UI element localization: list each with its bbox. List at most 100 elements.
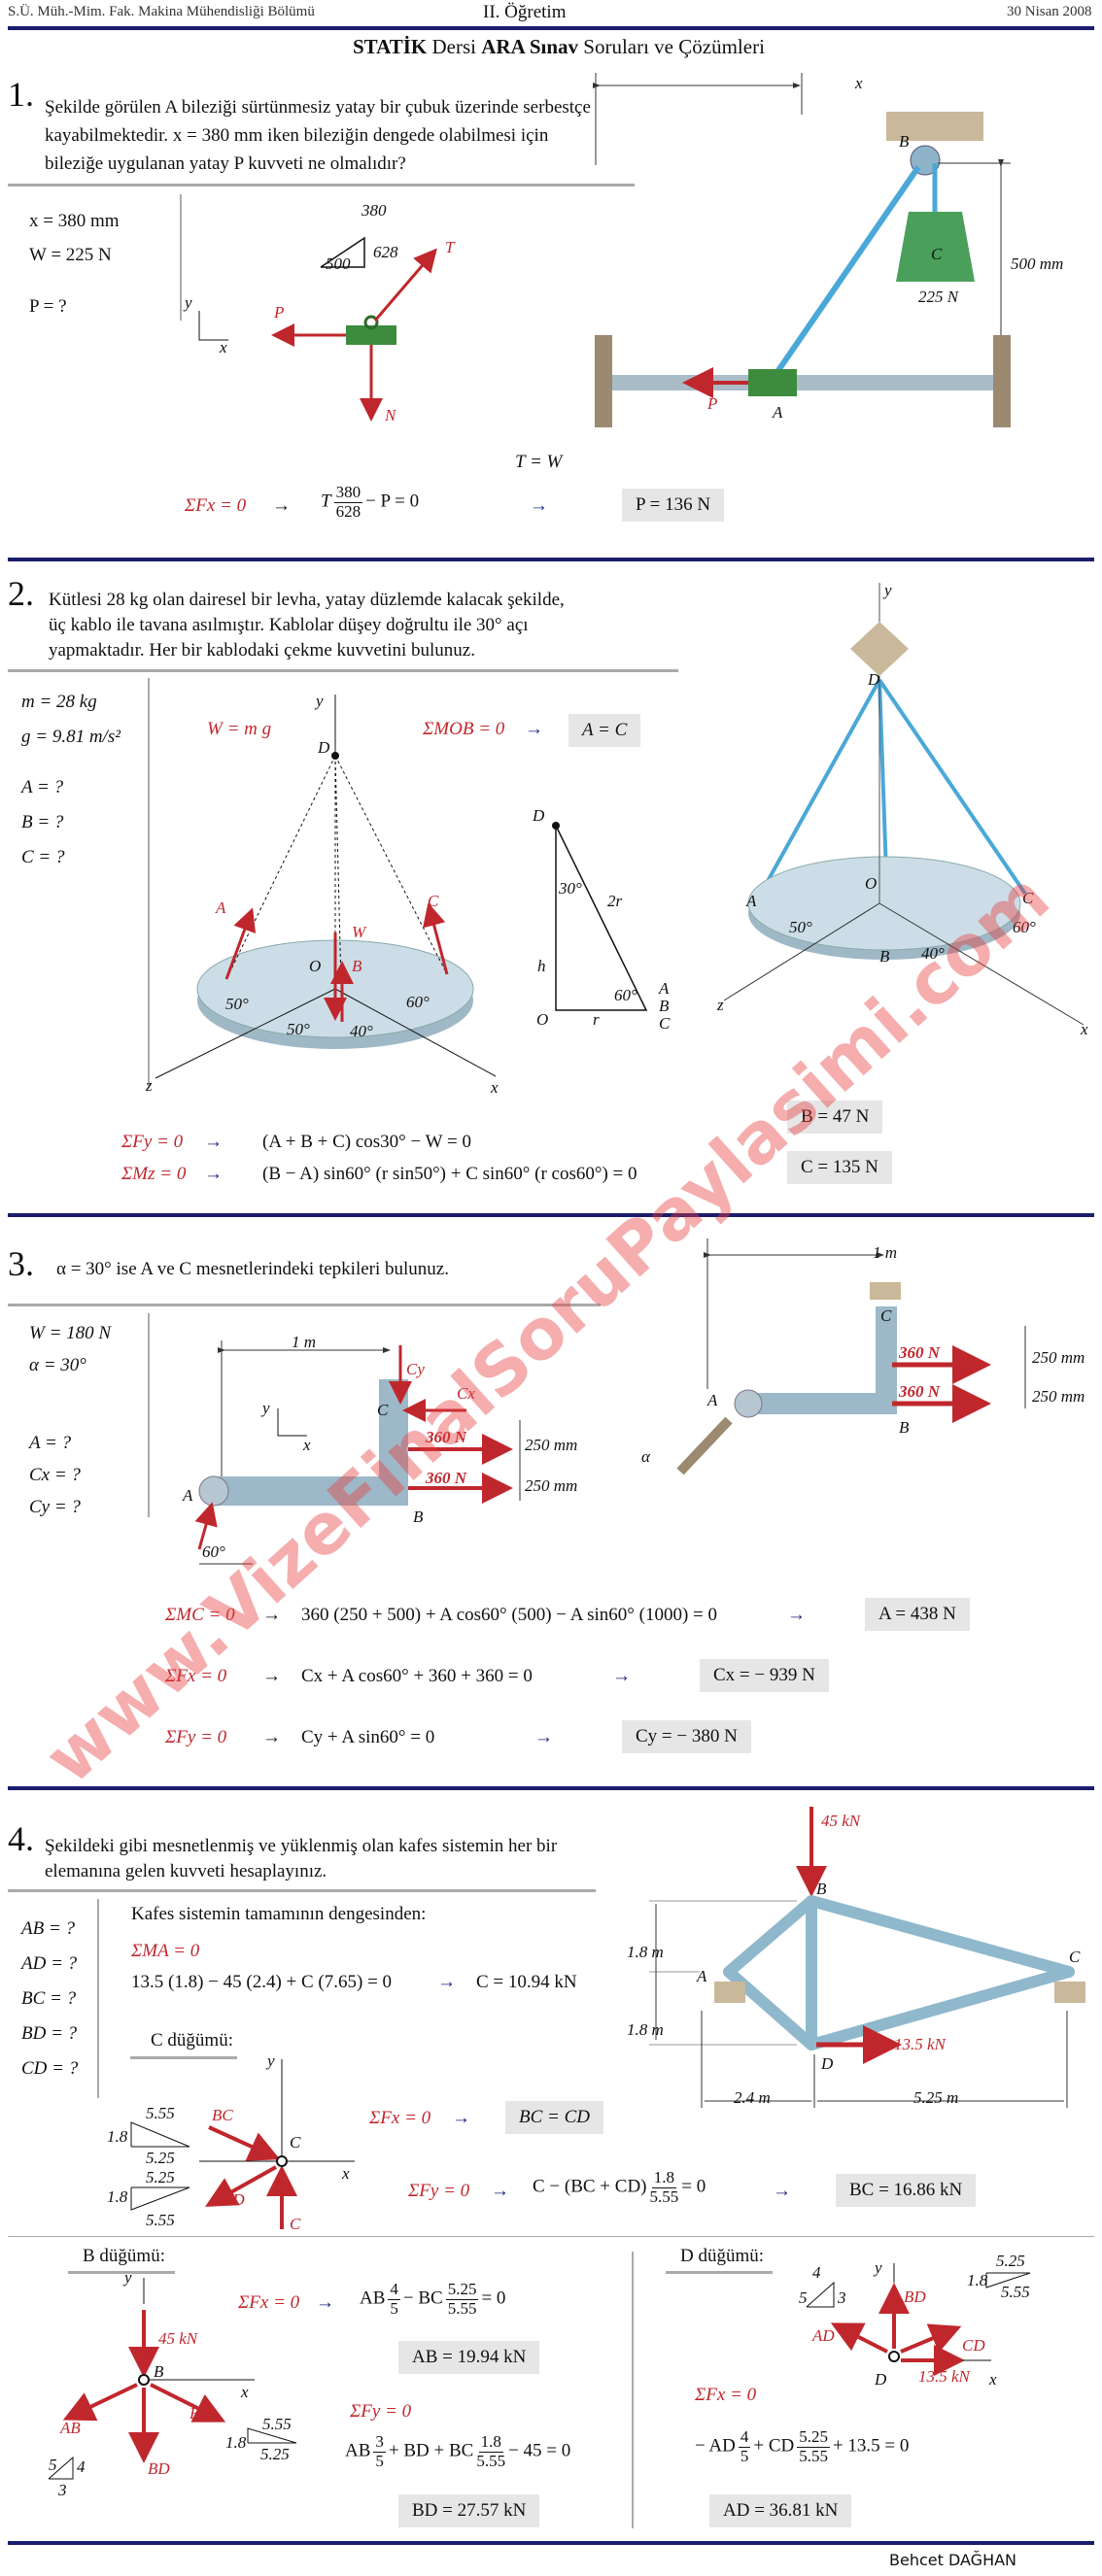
- figure-label: 360 N: [899, 1382, 941, 1401]
- q2-line: yapmaktadır. Her bir kablodaki çekme kuv…: [49, 640, 475, 661]
- q1-collar-figure: [593, 73, 1011, 427]
- figure-label: AB: [60, 2419, 81, 2437]
- given-item: A = ?: [29, 1433, 72, 1453]
- figure-label: 40°: [350, 1022, 373, 1040]
- figure-label: AD: [812, 2326, 835, 2345]
- eq-part: T: [321, 491, 331, 512]
- figure-label: 5.55: [1001, 2283, 1030, 2301]
- title-text-2: Soruları ve Çözümleri: [578, 35, 765, 58]
- section-rule: [8, 1786, 1094, 1790]
- figure-label: P: [274, 303, 285, 322]
- q3-eq2: Cx + A cos60° + 360 + 360 = 0: [301, 1666, 533, 1686]
- figure-label: A: [773, 403, 783, 422]
- given-item: C = ?: [21, 847, 65, 867]
- q4-c-fy: ΣFy = 0: [408, 2181, 470, 2201]
- figure-label: 5.25: [996, 2252, 1025, 2270]
- given-item: x = 380 mm: [29, 211, 120, 231]
- figure-label: 1.8: [967, 2271, 988, 2289]
- figure-label: P: [707, 394, 718, 413]
- q4-b-fx: ΣFx = 0: [238, 2292, 300, 2313]
- figure-label: 1.8 m: [627, 2020, 664, 2039]
- eq-part: − AD: [695, 2435, 736, 2457]
- frac-den: 5: [375, 2451, 384, 2470]
- q3-text: α = 30° ise A ve C mesnetlerindeki tepki…: [56, 1259, 449, 1279]
- q1-text: Şekilde görülen A bileziği sürtünmesiz y…: [45, 93, 591, 178]
- arrow-icon: →: [262, 1727, 281, 1747]
- figure-label: 45 kN: [158, 2329, 198, 2348]
- q4-result-bc: BC = 16.86 kN: [836, 2174, 977, 2207]
- heading-underline: [666, 2271, 773, 2274]
- q2-weight-formula: W = m g: [207, 719, 272, 739]
- title-bold-2: ARA Sınav: [481, 35, 579, 58]
- q2-moment-eq: ΣMOB = 0: [423, 719, 505, 739]
- q1-line: Şekilde görülen A bileziği sürtünmesiz y…: [45, 97, 591, 118]
- author: Behcet DAĞHAN: [889, 2551, 1017, 2569]
- q4-eq-c: 13.5 (1.8) − 45 (2.4) + C (7.65) = 0: [131, 1972, 393, 1992]
- given-item: W = 225 N: [29, 245, 112, 265]
- heading-underline: [130, 2056, 237, 2059]
- q2-number: 2.: [8, 574, 34, 613]
- q2-a-equals-c: A = C: [568, 714, 641, 747]
- eq-part: − 45 = 0: [508, 2440, 571, 2461]
- q3-result-cy: Cy = − 380 N: [622, 1720, 751, 1753]
- figure-label: B: [879, 947, 890, 966]
- q1-free-body-diagram: [198, 236, 437, 422]
- frac-den: 5: [390, 2298, 398, 2318]
- frac-num: 5.25: [445, 2280, 479, 2300]
- figure-label: C: [880, 1306, 892, 1325]
- figure-label: x: [342, 2164, 350, 2183]
- q3-eq3-lhs: ΣFy = 0: [165, 1727, 227, 1747]
- q4-c-fx: ΣFx = 0: [369, 2108, 431, 2128]
- figure-label: 5.25: [260, 2445, 290, 2463]
- figure-label: 50°: [225, 995, 249, 1013]
- figure-label: T: [445, 238, 455, 256]
- frac-den: 628: [335, 501, 362, 521]
- header-rule: [8, 26, 1094, 30]
- q2-disk-diagram: [155, 695, 648, 1079]
- figure-label: B: [899, 132, 910, 151]
- figure-label: B: [659, 997, 670, 1015]
- q1-t-equals-w: T = W: [515, 452, 563, 472]
- figure-label: α: [641, 1447, 650, 1466]
- figure-label: A: [746, 892, 757, 910]
- figure-label: x: [855, 74, 863, 92]
- q3-bracket-diagram: [194, 1340, 521, 1565]
- figure-label: x: [241, 2383, 249, 2401]
- figure-label: B: [816, 1880, 827, 1898]
- given-item: AB = ?: [21, 1918, 76, 1939]
- eq-part: AB: [345, 2440, 371, 2461]
- figure-label: C: [931, 245, 943, 263]
- arrow-icon: →: [204, 1132, 223, 1152]
- frac-num: 1.8: [478, 2432, 503, 2453]
- figure-label: D: [318, 738, 330, 757]
- figure-label: A: [659, 979, 670, 998]
- figure-label: y: [875, 2258, 882, 2277]
- figure-label: B: [899, 1418, 910, 1437]
- figure-label: W: [352, 923, 366, 941]
- q4-text: Şekildeki gibi mesnetlenmiş ve yüklenmiş…: [45, 1834, 557, 1884]
- eq-part: + CD: [753, 2435, 795, 2457]
- page-title: STATİK Dersi ARA Sınav Soruları ve Çözüm…: [353, 35, 765, 59]
- figure-label: 60°: [406, 993, 430, 1011]
- figure-label: 2r: [607, 892, 623, 910]
- given-item: α = 30°: [29, 1355, 86, 1375]
- figure-label: CD: [962, 2336, 985, 2355]
- figure-label: 1.8 m: [627, 1943, 664, 1961]
- q4-line: Şekildeki gibi mesnetlenmiş ve yüklenmiş…: [45, 1836, 558, 1856]
- figure-label: y: [262, 1399, 270, 1417]
- figure-label: 360 N: [426, 1428, 467, 1446]
- eq-part: − P = 0: [365, 491, 420, 512]
- figure-label: 250 mm: [1032, 1387, 1085, 1406]
- section-rule: [8, 558, 1094, 561]
- q2-photo-figure: [723, 583, 1085, 1026]
- eq-part: = 0: [681, 2176, 706, 2197]
- q3-eq1: 360 (250 + 500) + A cos60° (500) − A sin…: [301, 1605, 718, 1625]
- q3-eq3: Cy + A sin60° = 0: [301, 1727, 435, 1747]
- figure-label: 2.4 m: [734, 2088, 771, 2107]
- figure-label: 3: [58, 2481, 67, 2499]
- frac-num: 3: [373, 2432, 386, 2453]
- figure-label: 5.55: [146, 2104, 175, 2122]
